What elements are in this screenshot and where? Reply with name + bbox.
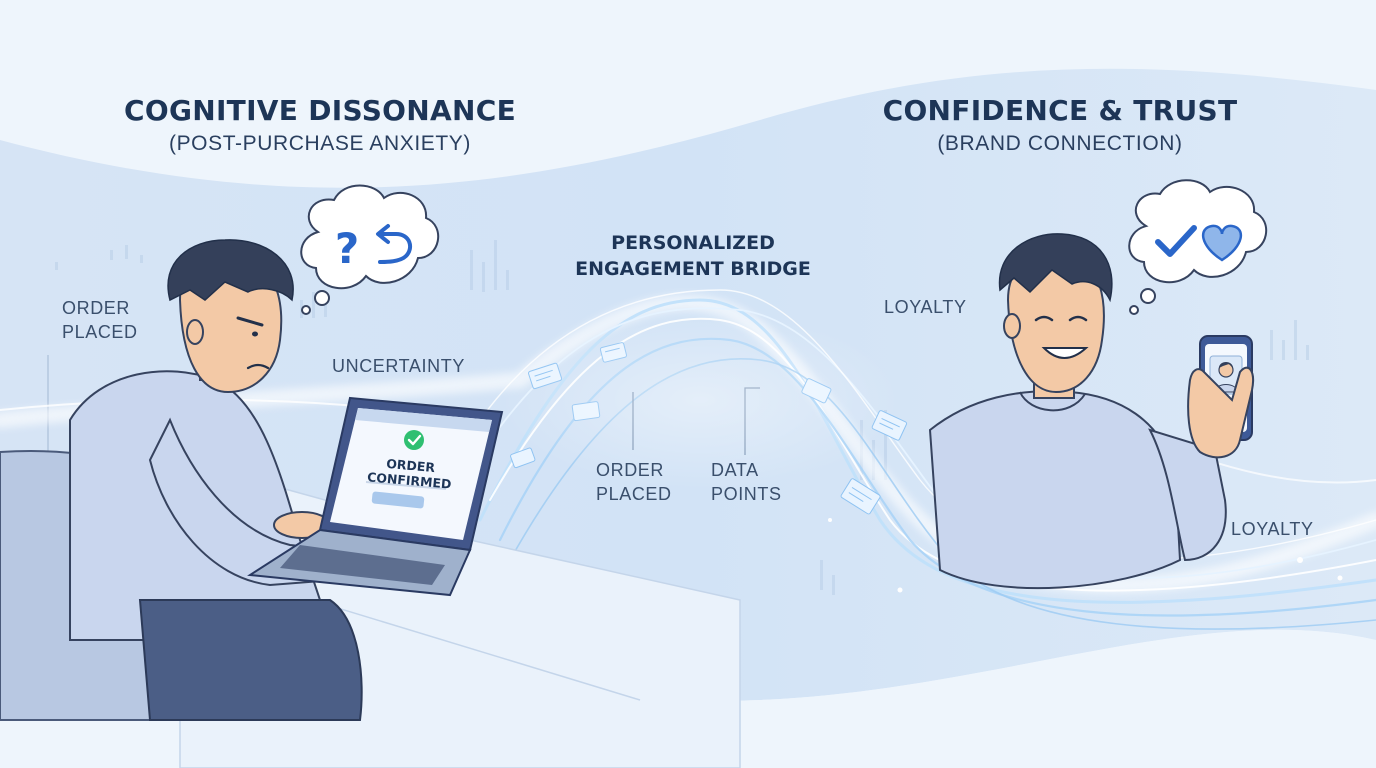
screen-divider [365, 481, 447, 490]
success-check-icon [404, 430, 424, 450]
left-person-eyebrow [236, 316, 264, 327]
bridge-label-order-placed-line-1: ORDER [596, 460, 665, 480]
right-person-arm [1148, 428, 1227, 562]
right-person-ear [1003, 313, 1021, 339]
success-check-mark [407, 434, 422, 446]
right-person-hair [998, 233, 1113, 303]
label-uncertainty: UNCERTAINTY [332, 356, 465, 376]
bridge-title-line-2: ENGAGEMENT BRIDGE [575, 258, 811, 280]
bridge-title: PERSONALIZED ENGAGEMENT BRIDGE [548, 230, 838, 282]
left-subtitle: (POST-PURCHASE ANXIETY) [168, 132, 472, 155]
left-person-mouth [246, 363, 270, 370]
right-person-hand [1187, 366, 1254, 459]
screen-button [371, 491, 425, 509]
left-person-ear [186, 319, 204, 345]
bridge-label-data-points-line-1: DATA [711, 460, 759, 480]
question-mark-icon: ? [335, 224, 359, 273]
bridge-label-data-points-line-2: POINTS [711, 484, 782, 504]
left-person-hair [167, 239, 294, 302]
right-person-torso [928, 390, 1182, 590]
bridge-title-line-1: PERSONALIZED [611, 232, 775, 254]
right-thought-bubble [1128, 179, 1268, 315]
undo-arrow-icon [378, 232, 413, 264]
checkmark-icon [1155, 225, 1197, 257]
left-title: COGNITIVE DISSONANCE [124, 94, 516, 127]
bridge-label-order-placed-line-2: PLACED [596, 484, 672, 504]
left-person-legs [138, 599, 363, 721]
left-label-order-placed-line-2: PLACED [62, 322, 138, 342]
bridge-label-data-points: DATA POINTS [711, 458, 782, 506]
left-label-order-placed: ORDER PLACED [62, 296, 138, 344]
label-loyalty-top: LOYALTY [884, 297, 967, 317]
bridge-glow [500, 310, 900, 490]
right-person-smile [1041, 347, 1089, 359]
label-loyalty-bottom: LOYALTY [1231, 519, 1314, 539]
left-label-order-placed-line-1: ORDER [62, 298, 131, 318]
left-thought-bubble [300, 184, 440, 315]
right-subtitle: (BRAND CONNECTION) [937, 132, 1183, 155]
phone-avatar-hair [1219, 362, 1233, 368]
right-person-collar [1019, 391, 1086, 412]
undo-arrow-head [376, 224, 390, 244]
bridge-label-order-placed: ORDER PLACED [596, 458, 672, 506]
right-title: CONFIDENCE & TRUST [882, 94, 1238, 127]
heart-icon [1201, 224, 1243, 262]
laptop [247, 396, 504, 597]
right-person-eye-left [1034, 315, 1054, 322]
left-person-eye [252, 331, 258, 337]
right-person-eye-right [1068, 315, 1088, 322]
